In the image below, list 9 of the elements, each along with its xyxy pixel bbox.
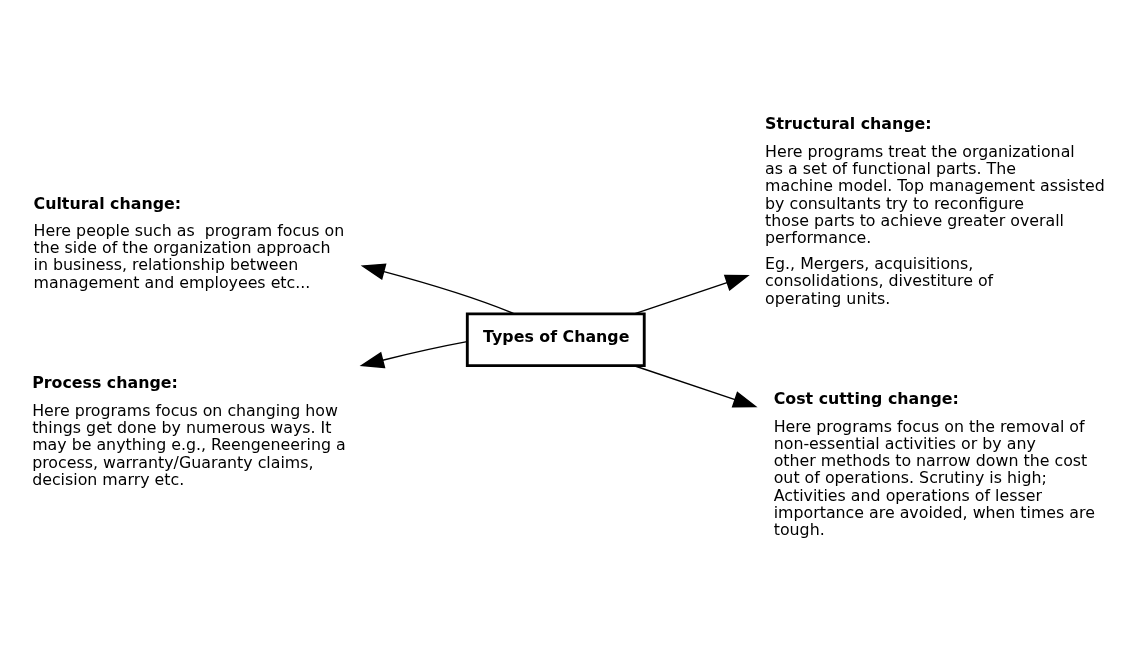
node-text: Process change: Here programs focus on changing how things get done by numerous ways. It may be anything e.g., Reengeneering a process, warranty/Guaranty claims, decision marry etc. <box>32 373 346 489</box>
node-box: Types of Change <box>465 312 646 368</box>
arrow <box>633 365 758 408</box>
node-text: Cultural change: Here people such as program focus on the side of the organization approach in business, relationship between management and employees etc... <box>33 193 345 292</box>
node-text: Cost cutting change: Here programs focus on the removal of non-essential activities or by any other methods to narrow down the cost out of operations. Scrutiny is high; Activities and operations of lesser importance are avoided, when times are tough. <box>773 389 1095 540</box>
node-text: Structural change: Here programs treat the organizational as a set of functional parts. The machine model. Top management assisted by consultants try to reconfigure those parts to achieve greater overall performance. Eg., Mergers, acquisitions, consolidations, divestiture of operating units. <box>765 114 1105 308</box>
arrow <box>359 340 468 369</box>
arrow <box>633 274 750 315</box>
arrow <box>360 263 515 315</box>
